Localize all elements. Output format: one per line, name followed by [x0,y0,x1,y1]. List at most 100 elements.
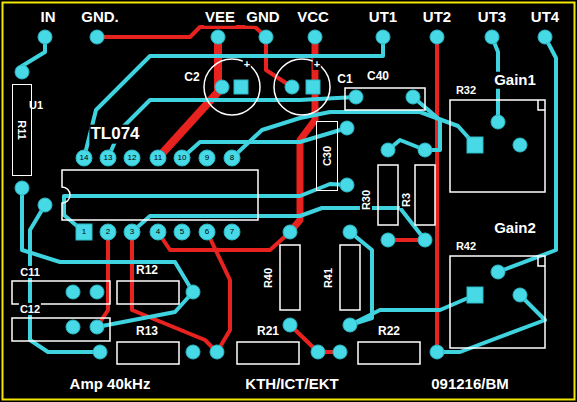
part-name: R11 [16,119,28,141]
part-name: R22 [377,325,401,338]
pad [513,288,527,302]
pad [283,318,297,332]
pad [15,181,29,195]
pad [90,30,104,44]
capacitor-outline [204,59,260,115]
pad [340,121,354,135]
ic-pad [76,224,92,240]
part-name: R41 [322,267,334,289]
pin-number: 1 [82,228,86,237]
pad [343,225,357,239]
capacitor-outline: C30 [316,121,338,191]
terminal-label: IN [40,9,57,26]
signal-trace [413,97,440,150]
part-name: C40 [366,70,390,83]
ic-pad [76,150,92,166]
part-name: R12 [135,264,159,277]
pad [15,65,29,79]
part-value: TL074 [89,125,140,144]
part-name: R3 [400,192,412,208]
resistor-outline [358,342,420,364]
polarity-mark: + [313,58,321,70]
terminal-label: UT3 [477,9,507,26]
part-name: C2 [183,71,200,84]
pin-number: 9 [205,154,209,163]
signal-trace [350,232,372,325]
pad [93,345,107,359]
pin-number: 8 [230,154,234,163]
resistor-outline [378,165,398,225]
part-name: C30 [321,145,333,167]
pad [66,285,80,299]
part-name: R30 [360,189,372,211]
pin-number: 10 [178,154,187,163]
resistor-outline [117,281,179,304]
signal-trace [108,97,356,158]
pad [215,80,229,94]
pad [485,30,499,44]
pad [311,345,325,359]
capacitor-outline [12,318,110,341]
ic-pad [150,224,166,240]
ic-pad [124,150,140,166]
part-name: C1 [336,73,353,86]
capacitor-outline [274,59,330,115]
signal-trace [22,188,193,292]
polarity-mark: + [243,58,251,70]
pad [259,30,273,44]
terminal-label: VCC [296,9,330,26]
ground-trace [97,27,266,37]
pad [430,30,444,44]
capacitor-outline [12,281,110,304]
resistor-outline [415,165,435,225]
pad [66,320,80,334]
ic-pad [150,150,166,166]
potentiometer-mark [538,256,545,266]
signal-trace [84,37,383,158]
pad [381,233,395,247]
pad [430,345,444,359]
ic-pad [199,224,215,240]
resistor-outline: R11 [12,84,32,176]
power-trace [290,37,315,232]
terminal-label: UT2 [422,9,452,26]
pad [538,30,552,44]
bottom-traces [97,27,437,352]
control-label: Gain1 [493,72,537,89]
part-name: U1 [28,99,44,111]
pad [376,30,390,44]
terminal-label: UT4 [530,9,560,26]
pad [234,80,248,94]
pin-number: 11 [154,154,162,163]
pin-number: 6 [205,228,209,237]
part-name: C11 [19,266,41,278]
resistor-outline [280,245,300,310]
pin-number: 12 [128,154,137,163]
resistor-outline [117,342,179,364]
terminal-label: GND. [80,9,120,26]
pad [349,90,363,104]
part-name: R40 [262,267,274,289]
pad [90,285,104,299]
pad [406,90,420,104]
ic-pad [124,224,140,240]
part-name: R32 [455,84,477,96]
pad [467,137,483,153]
signal-trace [97,232,108,327]
terminal-label: GND [245,9,280,26]
ic-pad [224,150,240,166]
ic-pad [174,224,190,240]
ic-outline [62,170,258,220]
ic-pad [174,150,190,166]
pad [343,318,357,332]
signal-trace [437,295,545,352]
pad [306,80,320,94]
pad [90,320,104,334]
pin-number: 4 [156,228,160,237]
ic-pad [100,150,116,166]
pad [308,30,322,44]
ic-pad [199,150,215,166]
control-label: Gain2 [493,220,537,237]
